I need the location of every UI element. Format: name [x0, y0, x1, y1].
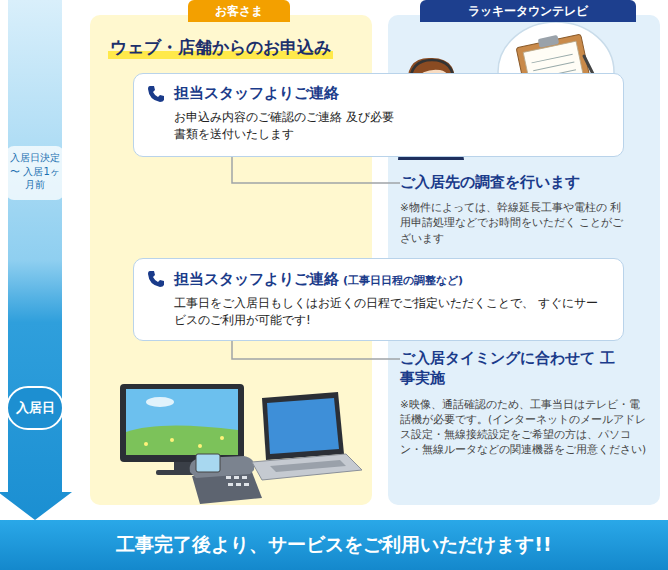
node-text: (工事日日程の調整など) [343, 274, 463, 287]
phone-icon [146, 269, 166, 289]
survey-step: ご入居先の調査を行います ※物件によっては、幹線延長工事や電柱の 利用申請処理など… [400, 172, 654, 252]
contact-box: 担当スタッフよりご連絡お申込み内容のご確認のご連絡 及び必要書類を送付いたします [133, 73, 624, 157]
speech-bubble [477, 22, 614, 130]
timeline-arrow [0, 0, 72, 520]
node-text: お申込み内容のご確認のご連絡 及び必要書類を送付いたします [174, 109, 404, 144]
title-line: 担当スタッフよりご連絡 (工事日日程の調整など) [174, 269, 609, 289]
node-title: 工事完了後より、サービスをご利用いただけます!! [116, 532, 551, 558]
node-text: ※映像、通話確認のため、工事当日はテレビ・電話機が必要です。(インターネットのメ… [400, 397, 650, 458]
laptop [252, 392, 362, 480]
node-title: ラッキータウンテレビ [420, 0, 636, 22]
television [120, 384, 244, 475]
completion-band: 工事完了後より、サービスをご利用いただけます!! [0, 520, 668, 570]
period-label: 入居日決定 〜 入居1ヶ月前 [6, 146, 64, 200]
connector-line [232, 341, 400, 359]
node-title: 入居日決定 〜 入居1ヶ月前 [7, 151, 63, 192]
movein-marker: 入居日 [6, 386, 64, 430]
node-title: 担当スタッフよりご連絡 [174, 270, 339, 288]
node-text: ※物件によっては、幹線延長工事や電柱の 利用申請処理などでお時間をいただく こと… [400, 200, 632, 246]
node-title: ご入居タイミングに合わせて 工事実施 [400, 348, 625, 389]
operator-figure [398, 58, 488, 160]
node-text: ウェブ・店舗からのお申込み [108, 37, 333, 59]
connector-line [232, 157, 400, 183]
node-title: ご入居先の調査を行います [400, 172, 654, 192]
contact-box: 担当スタッフよりご連絡 (工事日日程の調整など) 工事日をご入居日もしくはお近くの日… [133, 258, 624, 341]
telephone [190, 454, 262, 504]
node-title: お客さま [188, 0, 290, 22]
node-text: 工事日をご入居日もしくはお近くの日程でご指定いただくことで、 すぐにサービスのご… [174, 295, 609, 330]
node-title: 担当スタッフよりご連絡 [174, 84, 609, 103]
phone-icon [146, 84, 166, 104]
install-step: ご入居タイミングに合わせて 工事実施 ※映像、通話確認のため、工事当日はテレビ・電… [400, 348, 660, 498]
node-title: 入居日 [16, 399, 55, 417]
